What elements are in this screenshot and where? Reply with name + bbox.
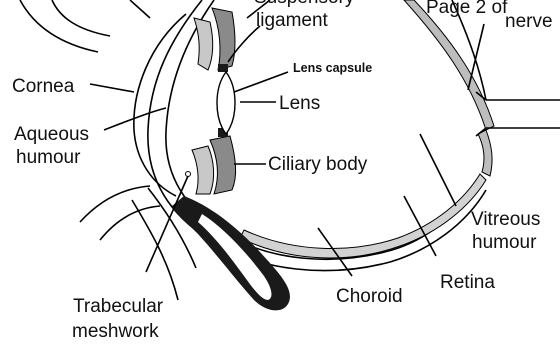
- leader-lines: [90, 0, 484, 276]
- label-lens: Lens: [279, 93, 320, 114]
- page-header: Page 2 of: [426, 0, 508, 18]
- label-ciliary-body: Ciliary body: [268, 154, 368, 175]
- label-vitreous-line2: humour: [472, 232, 537, 253]
- leader-vitreous: [420, 134, 456, 206]
- label-trabecular-line2: meshwork: [72, 321, 159, 342]
- label-aqueous-line1: Aqueous: [14, 124, 89, 145]
- iris-upper: [194, 8, 235, 72]
- lower-eyelash-lines: [80, 186, 160, 240]
- label-cornea: Cornea: [12, 76, 75, 97]
- label-suspensory-ligament: ligament: [256, 10, 329, 31]
- label-vitreous-line1: Vitreous: [471, 209, 540, 230]
- retina-band: [404, 0, 494, 176]
- choroid-band: [240, 174, 486, 258]
- lens: [217, 72, 235, 134]
- label-aqueous-line2: humour: [16, 147, 81, 168]
- leader-cornea: [90, 84, 134, 92]
- label-lens-capsule: Lens capsule: [293, 61, 372, 75]
- ciliary-body: [192, 128, 236, 194]
- leader-lens-capsule: [234, 72, 288, 92]
- upper-eyelid-lines: [20, 0, 150, 52]
- trabecular-meshwork: [186, 172, 191, 177]
- label-retina: Retina: [440, 272, 495, 293]
- label-trabecular-line1: Trabecular: [73, 296, 164, 317]
- cornea: [134, 14, 186, 196]
- label-choroid: Choroid: [336, 286, 403, 307]
- label-suspensory-top: Suspensory: [254, 0, 355, 8]
- label-optic-nerve: nerve: [505, 11, 553, 32]
